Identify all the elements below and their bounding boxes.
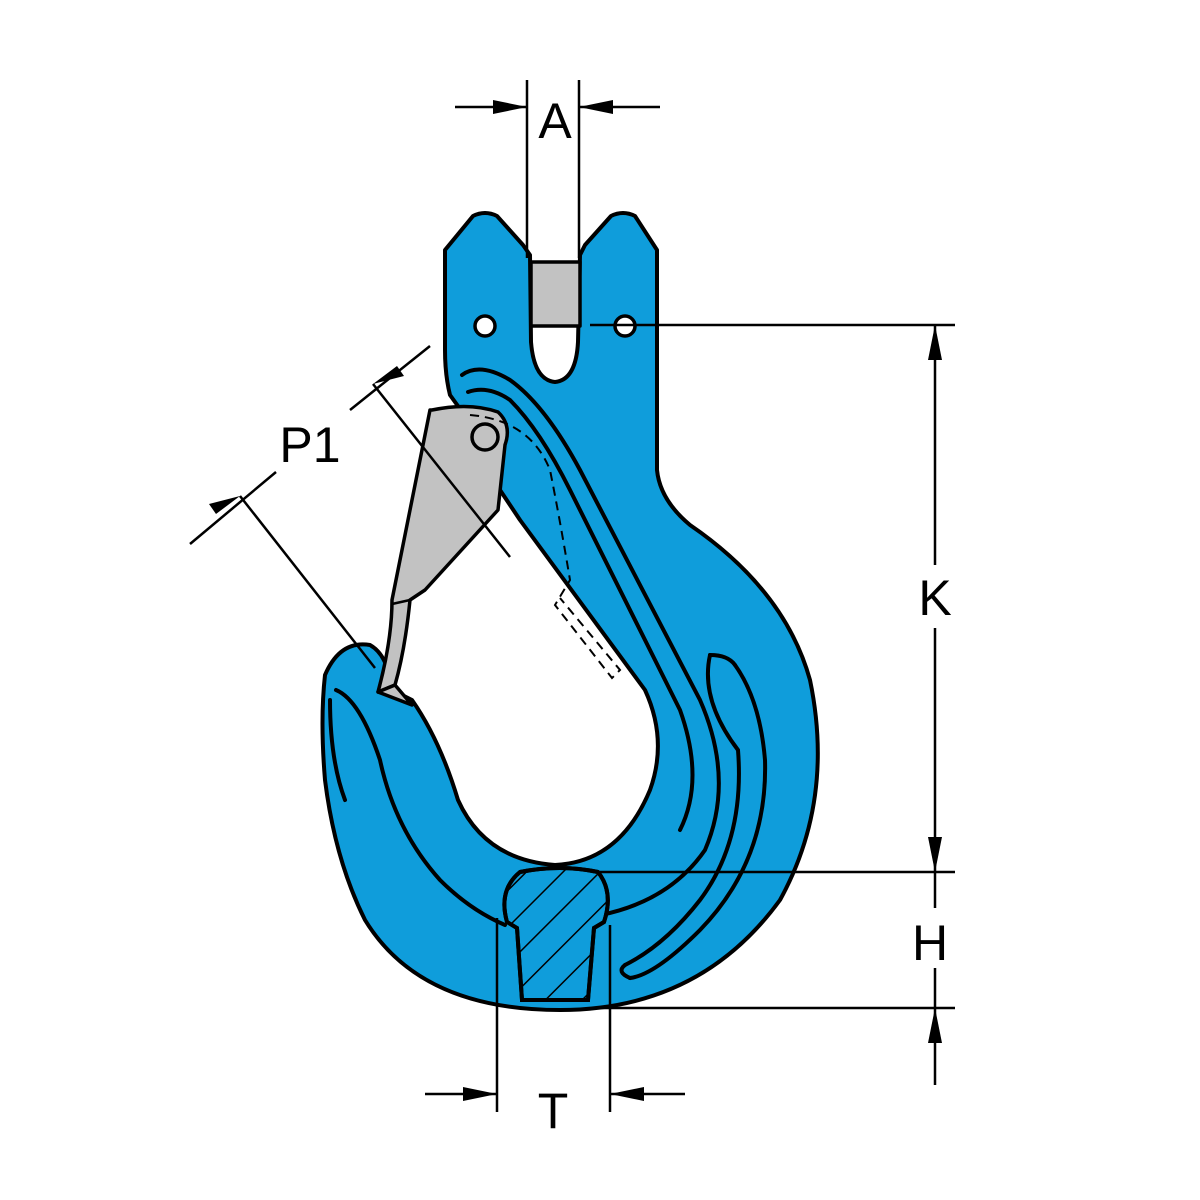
dimension-t: T (425, 918, 685, 1139)
dimension-a: A (455, 80, 660, 258)
label-a: A (538, 93, 572, 149)
left-hole (473, 314, 497, 338)
dimension-k: K (590, 323, 955, 874)
dimension-h: H (600, 872, 955, 1085)
cross-section (502, 866, 610, 1002)
safety-latch (376, 404, 622, 707)
label-p1: P1 (279, 417, 340, 473)
label-k: K (918, 570, 951, 626)
label-t: T (538, 1083, 569, 1139)
label-h: H (912, 915, 948, 971)
hook-body (320, 211, 820, 1012)
dimension-p1: P1 (189, 345, 511, 669)
chain-pin (529, 260, 582, 328)
